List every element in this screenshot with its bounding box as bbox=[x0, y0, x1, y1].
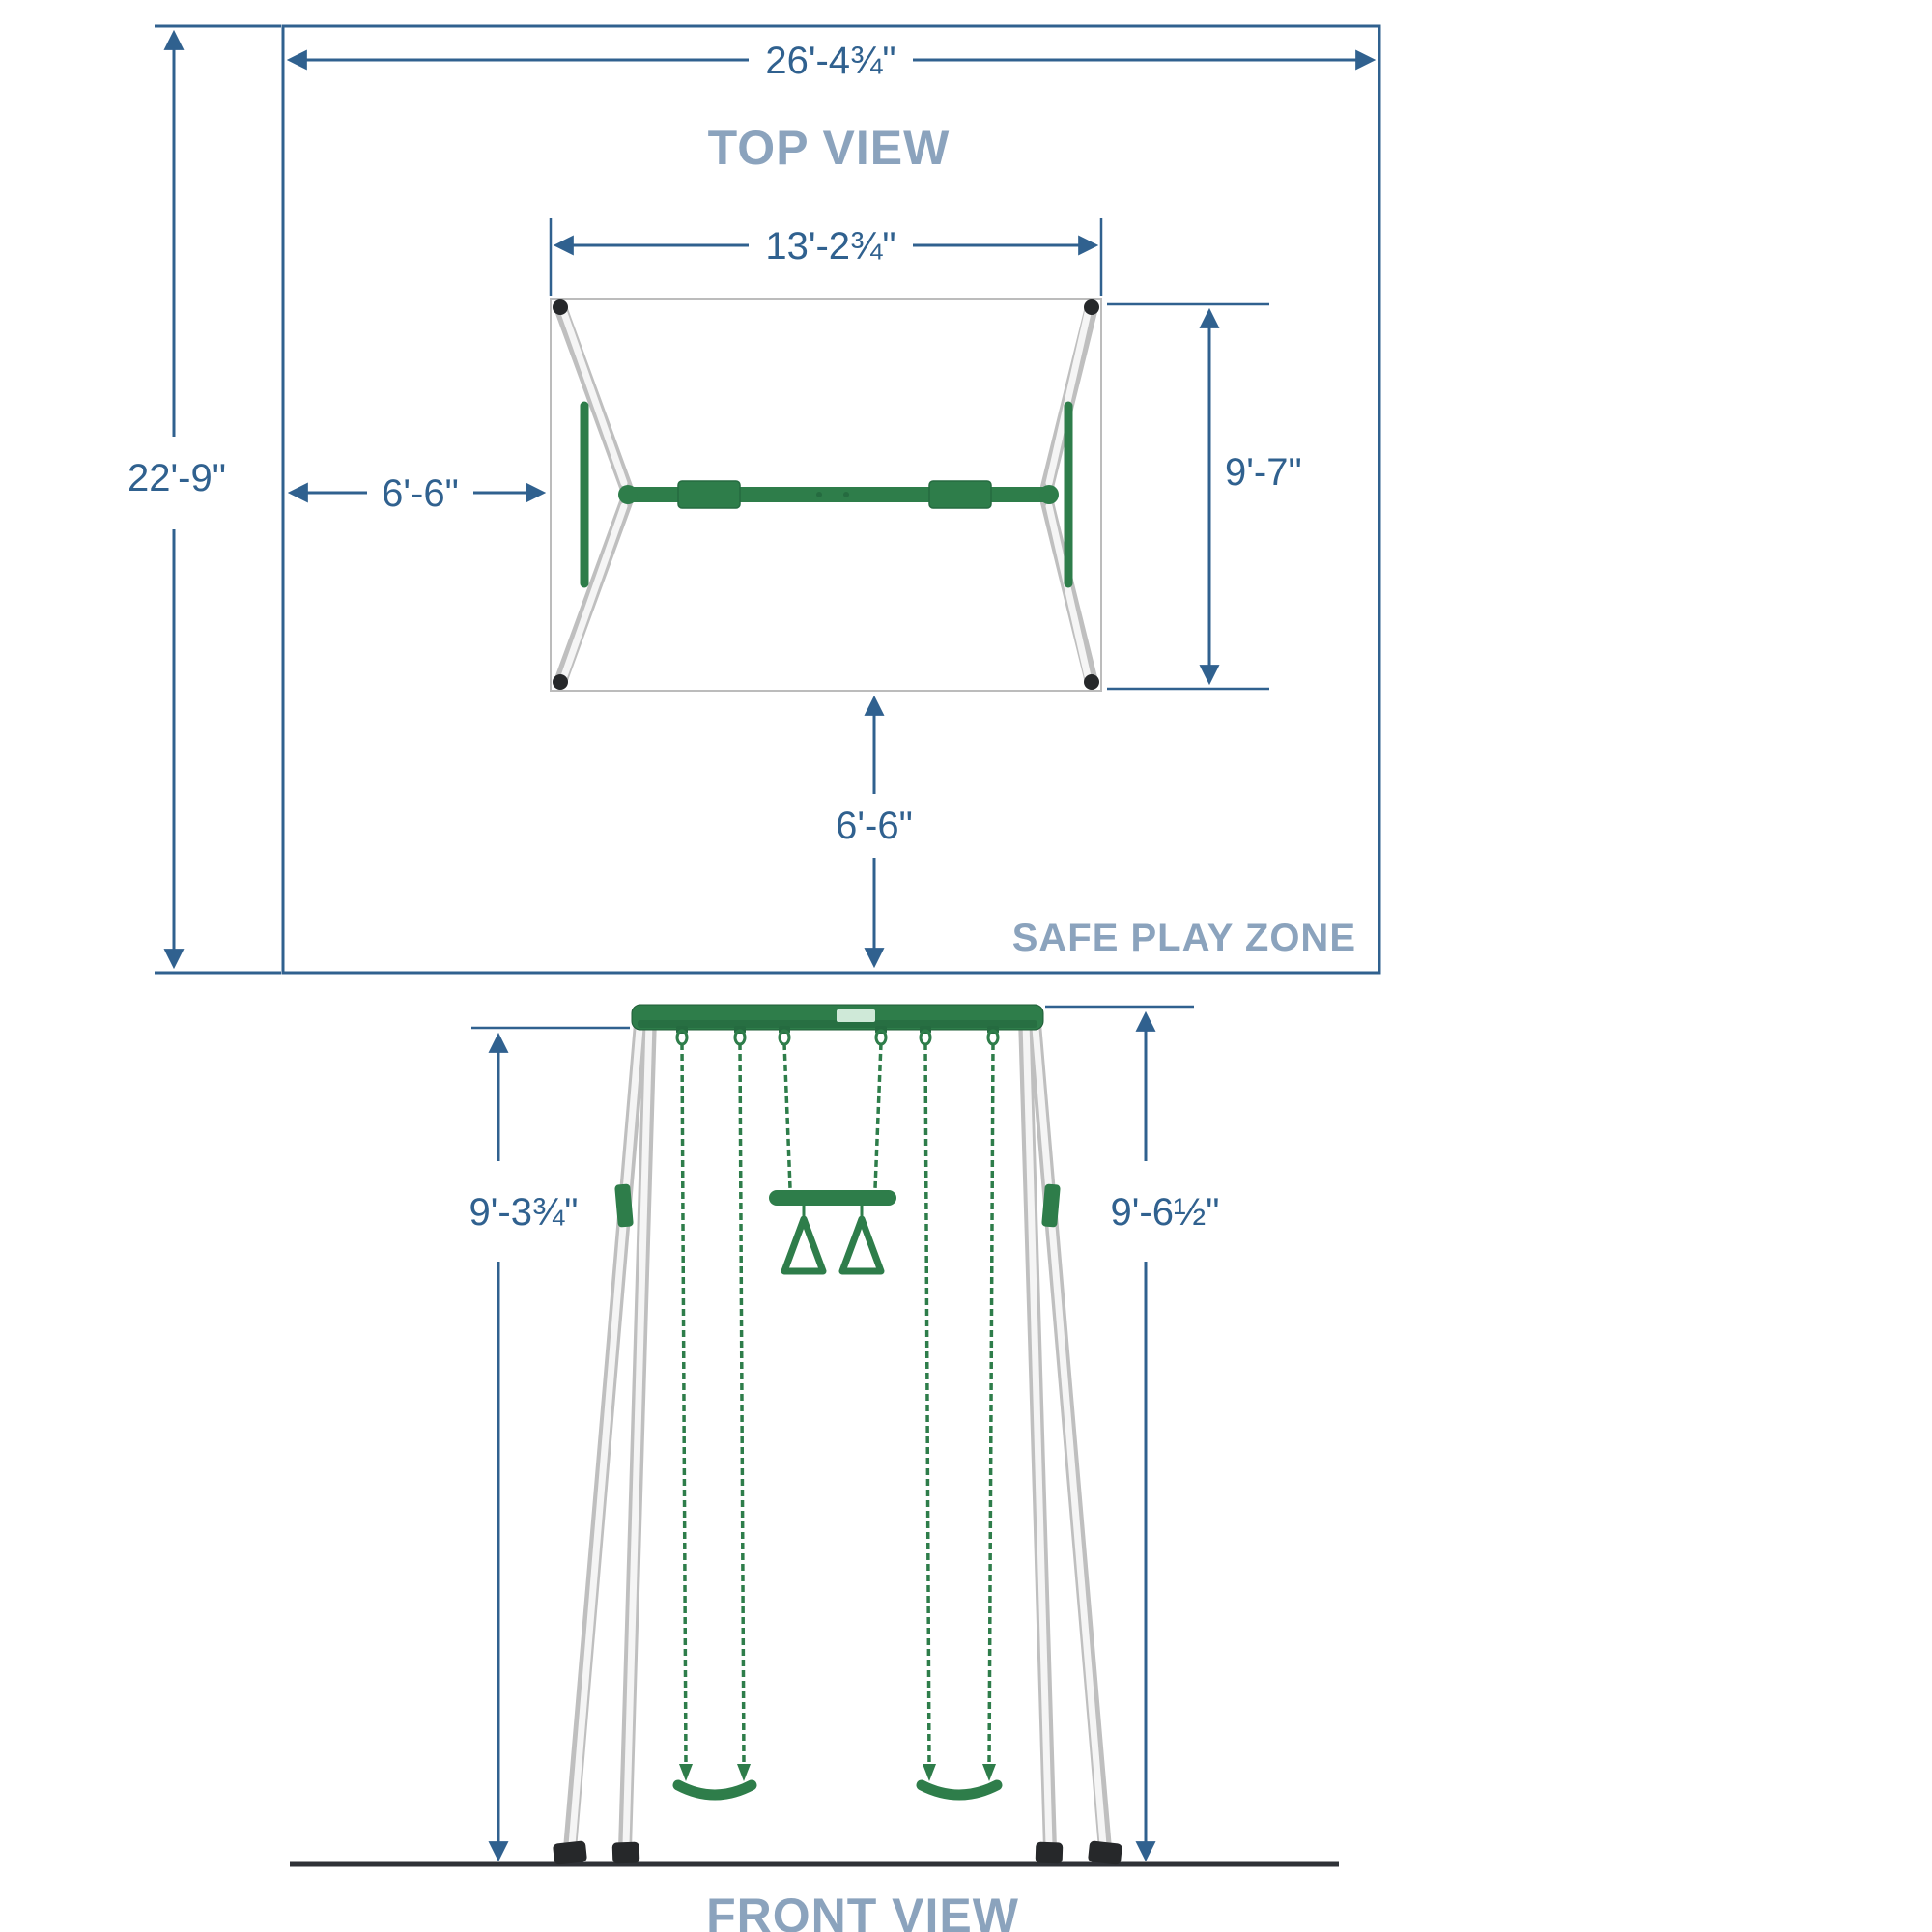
front-view-title: FRONT VIEW bbox=[706, 1889, 1019, 1932]
top-view-section: 22'-9" 26'-4¾" TOP VIEW 13'-2¾" bbox=[128, 24, 1381, 975]
swing-chains bbox=[680, 1042, 995, 1767]
left-clearance-dim-label: 6'-6" bbox=[382, 472, 459, 515]
trapeze-ring-right bbox=[838, 1215, 885, 1275]
overall-width-dim-label: 26'-4¾" bbox=[765, 40, 895, 82]
frame-width-dim-label: 13'-2¾" bbox=[765, 225, 895, 268]
trapeze-bar bbox=[769, 1190, 896, 1206]
swing-set-top-view-drawing bbox=[553, 299, 1099, 690]
dim-overall-depth: 22'-9" bbox=[128, 29, 226, 970]
trapeze-bar-assembly bbox=[769, 1190, 896, 1275]
swing-beam-front bbox=[631, 1004, 1044, 1031]
safe-play-zone-label: SAFE PLAY ZONE bbox=[1012, 917, 1356, 959]
swing-set-front-view-drawing bbox=[553, 1004, 1122, 1865]
beam-bracket-right bbox=[928, 480, 992, 509]
frame-depth-dim-label: 9'-7" bbox=[1225, 451, 1302, 494]
a-frame-legs-front bbox=[563, 1006, 1112, 1856]
frame-legs-top bbox=[554, 300, 1098, 689]
leg-end-caps-top bbox=[553, 299, 1099, 690]
leg-foot-caps bbox=[553, 1840, 1122, 1865]
beam-bolt bbox=[816, 492, 822, 497]
swing-seat-left bbox=[672, 1764, 757, 1801]
right-height-dim-label: 9'-6½" bbox=[1110, 1191, 1219, 1234]
left-height-dim-label: 9'-3¾" bbox=[469, 1191, 578, 1234]
dim-frame-width: 13'-2¾" bbox=[549, 218, 1103, 296]
swing-seat-right bbox=[916, 1764, 1003, 1801]
top-view-title: TOP VIEW bbox=[708, 121, 951, 175]
dim-overall-width: 26'-4¾" bbox=[286, 40, 1377, 82]
beam-bracket-left bbox=[677, 480, 741, 509]
overall-depth-dim-label: 22'-9" bbox=[128, 457, 226, 499]
dim-front-clearance: 6'-6" bbox=[836, 695, 913, 969]
beam-brand-plate bbox=[837, 1009, 875, 1022]
leg-brace-bracket-left bbox=[614, 1183, 634, 1228]
safe-play-zone-boundary bbox=[281, 24, 1381, 975]
dim-frame-depth: 9'-7" bbox=[1107, 302, 1302, 691]
dim-left-height: 9'-3¾" bbox=[469, 1026, 630, 1862]
front-clearance-dim-label: 6'-6" bbox=[836, 805, 913, 847]
front-view-section: 9'-3¾" 9'-6½" FRONT VIEW bbox=[290, 1004, 1339, 1932]
leg-brace-bracket-right bbox=[1041, 1183, 1061, 1228]
dim-left-clearance: 6'-6" bbox=[287, 472, 547, 515]
beam-joint-right bbox=[1039, 485, 1059, 504]
beam-bolt bbox=[843, 492, 849, 497]
dim-right-height: 9'-6½" bbox=[1045, 1005, 1220, 1862]
beam-joint-left bbox=[618, 485, 638, 504]
trapeze-ring-left bbox=[781, 1215, 827, 1275]
